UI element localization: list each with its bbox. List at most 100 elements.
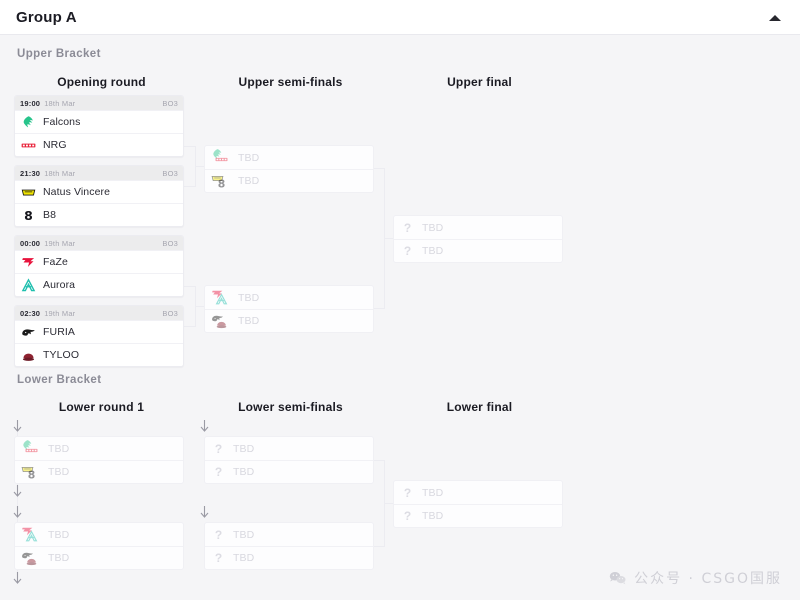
lower-bracket-label: Lower Bracket xyxy=(17,374,102,386)
connector xyxy=(195,306,204,307)
team-name: TBD xyxy=(233,528,255,541)
match-header: 02:30 19th Mar BO3 xyxy=(15,306,183,320)
team-row[interactable]: ? TBD xyxy=(205,546,373,569)
page-title: Group A xyxy=(16,8,77,26)
furia-tyloo-stack xyxy=(21,550,41,567)
navi-b8-stack: 8 xyxy=(211,173,231,190)
unknown-icon: ? xyxy=(403,509,412,523)
unknown-icon: ? xyxy=(214,551,223,565)
match-card[interactable]: TBD 8 TBD xyxy=(204,145,374,193)
nrg-logo xyxy=(21,138,36,153)
team-name: TBD xyxy=(233,466,255,478)
loser-drop-arrow-icon xyxy=(200,506,209,519)
connector xyxy=(372,308,384,309)
team-name: TBD xyxy=(233,552,255,564)
falcons-nrg-stack xyxy=(21,440,41,457)
team-row[interactable]: ? TBD xyxy=(394,504,562,527)
loser-drop-arrow-icon xyxy=(13,485,22,498)
round-title-upper-final: Upper final xyxy=(447,75,512,89)
watermark: 公众号 · CSGO国服 xyxy=(609,568,782,588)
team-row[interactable]: ? TBD xyxy=(394,239,562,262)
group-header: Group A xyxy=(0,0,800,35)
unknown-icon: ? xyxy=(403,485,412,500)
match-card[interactable]: ? TBD ? TBD xyxy=(204,522,374,570)
team-row[interactable]: TYLOO xyxy=(15,343,183,366)
team-row[interactable]: ? TBD xyxy=(394,481,562,504)
team-name: TBD xyxy=(48,466,70,478)
match-card[interactable]: ? TBD ? TBD xyxy=(393,480,563,528)
wechat-icon xyxy=(609,571,627,585)
team-row[interactable]: ? TBD xyxy=(205,437,373,460)
svg-text:8: 8 xyxy=(28,468,36,481)
round-title-upper-semis: Upper semi-finals xyxy=(238,75,343,89)
connector xyxy=(183,146,195,147)
match-time: 02:30 xyxy=(20,308,41,318)
team-row[interactable]: TBD xyxy=(205,146,373,169)
faze-aurora-stack xyxy=(21,526,41,543)
match-card[interactable]: 00:00 19th Mar BO3 FaZe Aurora xyxy=(14,235,184,297)
team-row[interactable]: TBD xyxy=(15,546,183,569)
team-name: TBD xyxy=(238,291,260,304)
collapse-group-button[interactable] xyxy=(764,8,786,28)
furia-tyloo-stack xyxy=(211,313,231,330)
match-date: 19th Mar xyxy=(44,308,76,318)
loser-drop-arrow-icon xyxy=(13,506,22,519)
team-name: TBD xyxy=(48,552,70,564)
match-date: 19th Mar xyxy=(44,238,76,248)
team-row[interactable]: Natus Vincere xyxy=(15,180,183,203)
match-header: 21:30 18th Mar BO3 xyxy=(15,166,183,180)
svg-text:8: 8 xyxy=(24,208,33,223)
watermark-text: 公众号 · CSGO国服 xyxy=(634,571,782,587)
team-row[interactable]: 8 B8 xyxy=(15,203,183,226)
team-name: Natus Vincere xyxy=(43,186,111,198)
match-card[interactable]: 02:30 19th Mar BO3 FURIA TYLOO xyxy=(14,305,184,367)
team-name: NRG xyxy=(43,139,67,151)
match-card[interactable]: ? TBD ? TBD xyxy=(204,436,374,484)
match-card[interactable]: TBD TBD xyxy=(14,522,184,570)
match-card[interactable]: TBD 8 TBD xyxy=(14,436,184,484)
team-row[interactable]: TBD xyxy=(15,437,183,460)
team-row[interactable]: 8 TBD xyxy=(205,169,373,192)
team-row[interactable]: ? TBD xyxy=(205,523,373,546)
unknown-icon: ? xyxy=(214,441,223,456)
loser-drop-arrow-icon xyxy=(13,420,22,433)
unknown-icon: ? xyxy=(403,220,412,235)
match-header: 19:00 18th Mar BO3 xyxy=(15,96,183,110)
team-row[interactable]: ? TBD xyxy=(205,460,373,483)
team-name: FURIA xyxy=(43,326,75,338)
match-date: 18th Mar xyxy=(44,98,76,108)
team-row[interactable]: FURIA xyxy=(15,320,183,343)
team-name: TYLOO xyxy=(43,349,80,361)
match-format: BO3 xyxy=(162,308,178,318)
team-name: TBD xyxy=(233,442,255,455)
connector xyxy=(372,168,384,169)
team-name: TBD xyxy=(48,528,70,541)
team-name: TBD xyxy=(238,315,260,327)
tyloo-logo xyxy=(21,348,36,363)
team-name: TBD xyxy=(238,175,260,187)
match-card[interactable]: ? TBD ? TBD xyxy=(393,215,563,263)
team-row[interactable]: ? TBD xyxy=(394,216,562,239)
match-format: BO3 xyxy=(162,168,178,178)
b8-logo: 8 xyxy=(21,208,36,223)
team-row[interactable]: TBD xyxy=(15,523,183,546)
team-row[interactable]: 8 TBD xyxy=(15,460,183,483)
team-row[interactable]: Aurora xyxy=(15,273,183,296)
team-row[interactable]: FaZe xyxy=(15,250,183,273)
match-card[interactable]: 21:30 18th Mar BO3 Natus Vincere 8 B8 xyxy=(14,165,184,227)
team-name: TBD xyxy=(422,221,444,234)
match-card[interactable]: TBD TBD xyxy=(204,285,374,333)
team-name: TBD xyxy=(422,510,444,522)
team-name: TBD xyxy=(422,486,444,499)
team-row[interactable]: TBD xyxy=(205,309,373,332)
furia-logo xyxy=(21,325,36,340)
connector xyxy=(183,286,195,287)
upper-bracket-label: Upper Bracket xyxy=(17,48,101,60)
unknown-icon: ? xyxy=(403,244,412,258)
team-row[interactable]: NRG xyxy=(15,133,183,156)
chevron-up-icon xyxy=(769,15,781,21)
team-row[interactable]: TBD xyxy=(205,286,373,309)
team-row[interactable]: Falcons xyxy=(15,110,183,133)
match-card[interactable]: 19:00 18th Mar BO3 Falcons NRG xyxy=(14,95,184,157)
round-title-lower-round-1: Lower round 1 xyxy=(58,400,145,414)
